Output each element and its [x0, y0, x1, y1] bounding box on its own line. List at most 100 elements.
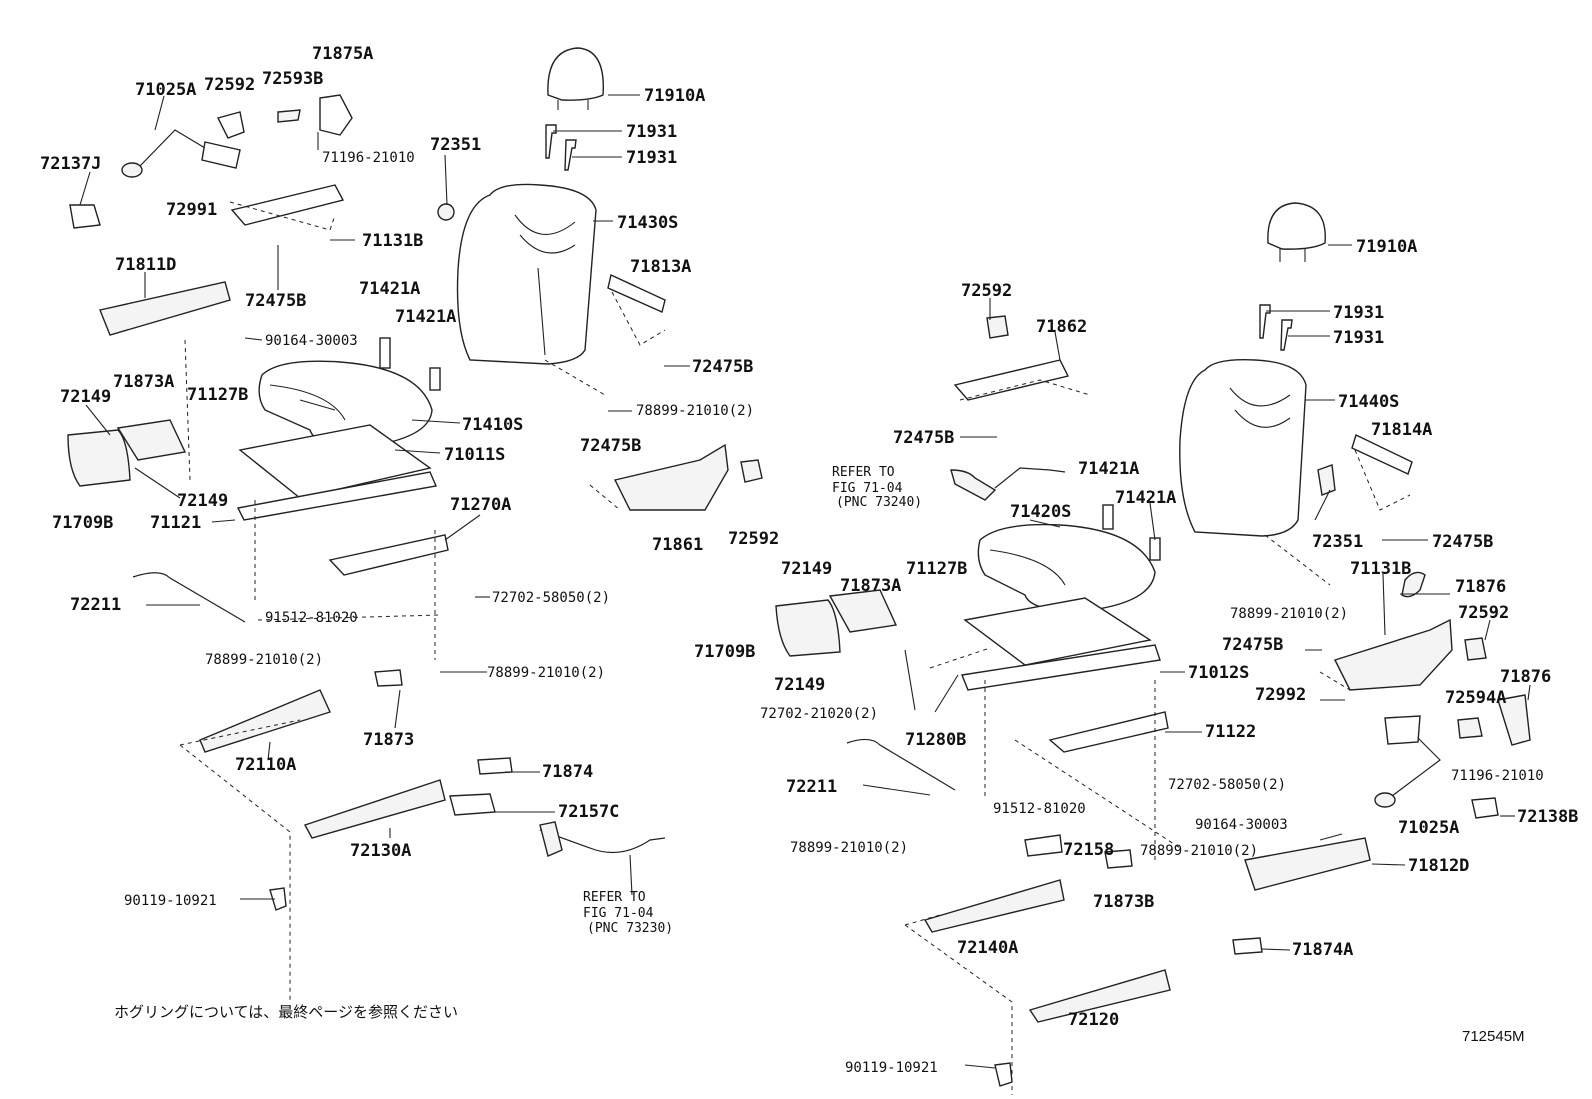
label-71196-21010-left: 71196-21010	[322, 150, 415, 166]
label-72592-right-1: 72592	[961, 281, 1012, 301]
label-72158: 72158	[1063, 840, 1114, 860]
part-labels: 71025A 72592 72593B 71875A 72137J 71196-…	[40, 44, 1578, 1076]
label-71874A: 71874A	[1292, 940, 1353, 960]
label-71011S: 71011S	[444, 445, 505, 465]
label-72702-21020-right: 72702-21020(2)	[760, 706, 878, 722]
label-72593B: 72593B	[262, 69, 323, 89]
recliner-cover-left	[613, 443, 729, 511]
seat-track-72120	[1028, 969, 1171, 1023]
label-72140A: 72140A	[957, 938, 1018, 958]
label-71709B-right: 71709B	[694, 642, 755, 662]
label-72475B-left-2: 72475B	[692, 357, 753, 377]
label-90119-10921-right: 90119-10921	[845, 1060, 938, 1076]
label-71876-right-1: 71876	[1455, 577, 1506, 597]
label-71814A: 71814A	[1371, 420, 1432, 440]
label-71421A-left-1: 71421A	[359, 279, 420, 299]
label-71421A-left-2: 71421A	[395, 307, 456, 327]
label-71025A-right: 71025A	[1398, 818, 1459, 838]
label-72157C: 72157C	[558, 802, 619, 822]
seat-track-72140A	[923, 879, 1065, 933]
right-seat-drawing	[775, 202, 1531, 1095]
label-71410S: 71410S	[462, 415, 523, 435]
label-72475B-left-3: 72475B	[580, 436, 641, 456]
seat-back-right	[1179, 359, 1307, 537]
label-72992: 72992	[1255, 685, 1306, 705]
label-71873: 71873	[363, 730, 414, 750]
headrest-left	[547, 47, 604, 101]
refer-right-line3: (PNC 73240)	[836, 495, 922, 510]
label-71127B-left: 71127B	[187, 385, 248, 405]
diagram-code: 712545M	[1462, 1028, 1525, 1045]
cushion-frame-right	[963, 597, 1152, 666]
label-71931-left-2: 71931	[626, 148, 677, 168]
label-71440S: 71440S	[1338, 392, 1399, 412]
label-90119-10921-left: 90119-10921	[124, 893, 217, 909]
label-71012S: 71012S	[1188, 663, 1249, 683]
side-shield-left	[99, 281, 231, 336]
label-71025A-left: 71025A	[135, 80, 196, 100]
label-78899-21010-left-3: 78899-21010(2)	[487, 665, 605, 681]
label-71931-right-2: 71931	[1333, 328, 1384, 348]
label-90164-30003-left: 90164-30003	[265, 333, 358, 349]
label-72149-right-2: 72149	[774, 675, 825, 695]
label-71874: 71874	[542, 762, 593, 782]
armrest-left	[67, 429, 131, 487]
refer-left-line3: (PNC 73230)	[587, 921, 673, 936]
label-71910A-right: 71910A	[1356, 237, 1417, 257]
label-78899-21010-left-1: 78899-21010(2)	[636, 403, 754, 419]
refer-note-right: REFER TO FIG 71-04 (PNC 73240)	[832, 465, 922, 510]
label-72594A: 72594A	[1445, 688, 1506, 708]
label-72149-left-2: 72149	[177, 491, 228, 511]
seat-track-72130A	[303, 779, 446, 839]
label-71873A-right: 71873A	[840, 576, 901, 596]
label-72351-left: 72351	[430, 135, 481, 155]
seat-cushion-right	[977, 523, 1156, 613]
label-72211-right: 72211	[786, 777, 837, 797]
label-72702-58050-right: 72702-58050(2)	[1168, 777, 1286, 793]
label-78899-21010-right-1: 78899-21010(2)	[1230, 606, 1348, 622]
label-72211-left: 72211	[70, 595, 121, 615]
label-72110A: 72110A	[235, 755, 296, 775]
label-71861: 71861	[652, 535, 703, 555]
label-71873A-left: 71873A	[113, 372, 174, 392]
label-91512-81020-left: 91512-81020	[265, 610, 358, 626]
refer-note-left: REFER TO FIG 71-04 (PNC 73230)	[583, 890, 673, 936]
label-71811D: 71811D	[115, 255, 176, 275]
seat-back-left	[456, 183, 597, 365]
label-71420S: 71420S	[1010, 502, 1071, 522]
label-71196-21010-right: 71196-21010	[1451, 768, 1544, 784]
label-72149-left-1: 72149	[60, 387, 111, 407]
label-71813A: 71813A	[630, 257, 691, 277]
label-72702-58050-left: 72702-58050(2)	[492, 590, 610, 606]
refer-left-line1: REFER TO	[583, 890, 646, 905]
label-78899-21010-left-2: 78899-21010(2)	[205, 652, 323, 668]
label-71709B-left: 71709B	[52, 513, 113, 533]
label-72475B-right-2: 72475B	[1432, 532, 1493, 552]
label-71875A: 71875A	[312, 44, 373, 64]
seat-track-72110A	[199, 689, 331, 753]
label-72120: 72120	[1068, 1010, 1119, 1030]
label-71430S: 71430S	[617, 213, 678, 233]
label-71127B-right: 71127B	[906, 559, 967, 579]
leader-lines	[79, 94, 1531, 1069]
label-71931-right-1: 71931	[1333, 303, 1384, 323]
seat-cushion-left	[258, 360, 433, 449]
label-71873B: 71873B	[1093, 892, 1154, 912]
label-72137J: 72137J	[40, 154, 101, 174]
label-72351-right: 72351	[1312, 532, 1363, 552]
label-71270A: 71270A	[450, 495, 511, 515]
label-71421A-right-1: 71421A	[1078, 459, 1139, 479]
label-71812D: 71812D	[1408, 856, 1469, 876]
recliner-cover-right	[1334, 618, 1453, 691]
label-72149-right-1: 72149	[781, 559, 832, 579]
label-72592-left: 72592	[204, 75, 255, 95]
label-71131B-left: 71131B	[362, 231, 423, 251]
label-72475B-left-1: 72475B	[245, 291, 306, 311]
label-72475B-right-3: 72475B	[1222, 635, 1283, 655]
refer-right-line1: REFER TO	[832, 465, 895, 480]
cushion-frame-left	[238, 424, 432, 499]
refer-left-line2: FIG 71-04	[583, 906, 654, 921]
label-72138B: 72138B	[1517, 807, 1578, 827]
